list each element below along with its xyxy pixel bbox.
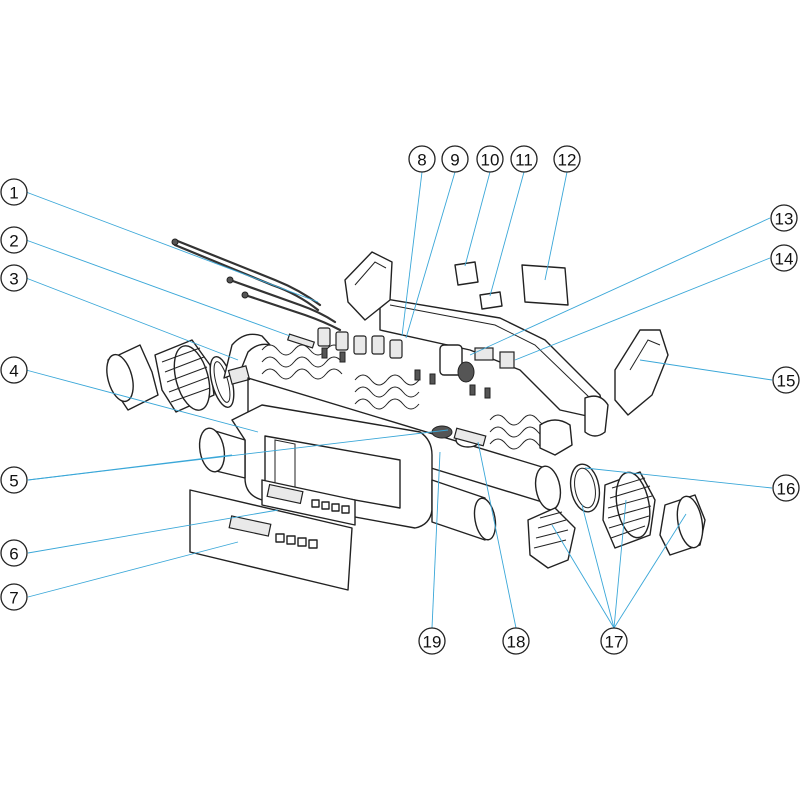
callout-circle (0, 466, 28, 494)
right-pipe-clamp (539, 419, 573, 456)
callout-label: 5 (9, 472, 18, 491)
callout-circle (600, 627, 628, 655)
callout-circle (0, 356, 28, 384)
callout-circle (0, 226, 28, 254)
left-union-adapter (106, 339, 235, 413)
callout-circle (0, 264, 28, 292)
callout-circle (476, 145, 504, 173)
small-plates (454, 261, 569, 310)
callout-15: 15 (772, 366, 800, 394)
parts-drawing (106, 238, 706, 591)
callout-17: 17 (600, 627, 628, 655)
callout-5: 5 (0, 466, 28, 494)
callout-circle (510, 145, 538, 173)
terminal-block (317, 327, 515, 399)
callout-label: 2 (9, 232, 18, 251)
callout-circle (0, 583, 28, 611)
callout-circle (770, 204, 798, 232)
front-overlay (189, 489, 353, 591)
callout-label: 13 (775, 210, 794, 229)
heater-tube-front (198, 427, 497, 541)
callout-circle (502, 627, 530, 655)
callout-label: 16 (777, 480, 796, 499)
callout-14: 14 (770, 244, 798, 272)
callout-12: 12 (553, 145, 581, 173)
wires (171, 238, 342, 332)
callout-8: 8 (408, 145, 436, 173)
callout-circle (408, 145, 436, 173)
callout-label: 18 (507, 633, 526, 652)
callout-label: 3 (9, 270, 18, 289)
callout-16: 16 (772, 474, 800, 502)
callout-4: 4 (0, 356, 28, 384)
right-union-set (527, 463, 706, 569)
callout-label: 19 (423, 633, 442, 652)
probe (286, 333, 316, 349)
callout-circle (553, 145, 581, 173)
callout-label: 14 (775, 250, 794, 269)
callout-label: 17 (605, 633, 624, 652)
right-bracket (614, 329, 669, 416)
callout-circle (0, 178, 28, 206)
callout-circle (772, 366, 800, 394)
cable-glands (431, 425, 487, 448)
callout-circle (770, 244, 798, 272)
heater-tube-back (247, 377, 562, 511)
callout-19: 19 (418, 627, 446, 655)
callout-label: 7 (9, 589, 18, 608)
callout-10: 10 (476, 145, 504, 173)
callout-2: 2 (0, 226, 28, 254)
leader-lines (25, 171, 773, 629)
callout-1: 1 (0, 178, 28, 206)
callout-circle (0, 539, 28, 567)
callout-label: 12 (558, 151, 577, 170)
callout-circle (418, 627, 446, 655)
callout-11: 11 (510, 145, 538, 173)
callout-label: 4 (9, 362, 18, 381)
callout-label: 10 (481, 151, 500, 170)
display-pcb (261, 479, 356, 526)
callout-label: 15 (777, 372, 796, 391)
callout-label: 11 (515, 151, 533, 170)
callout-6: 6 (0, 539, 28, 567)
callout-label: 9 (450, 151, 459, 170)
callout-circle (441, 145, 469, 173)
callout-9: 9 (441, 145, 469, 173)
left-pipe-clamp (223, 333, 271, 385)
callout-7: 7 (0, 583, 28, 611)
callout-13: 13 (770, 204, 798, 232)
callout-circle (772, 474, 800, 502)
callout-label: 8 (417, 151, 426, 170)
callout-3: 3 (0, 264, 28, 292)
callout-label: 1 (9, 184, 18, 203)
callout-label: 6 (9, 545, 18, 564)
callout-18: 18 (502, 627, 530, 655)
